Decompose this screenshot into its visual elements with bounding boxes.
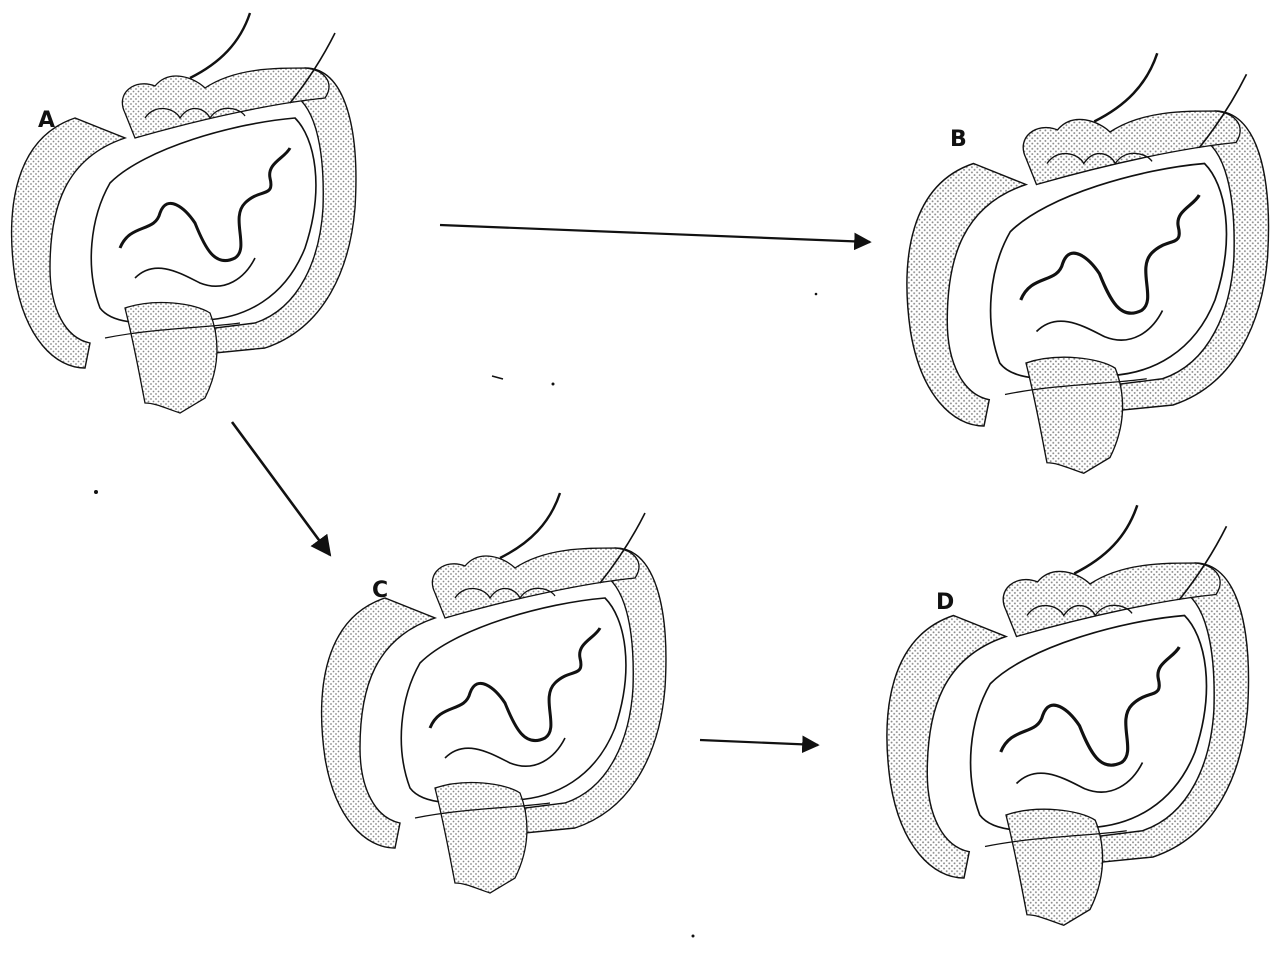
speck bbox=[692, 935, 695, 938]
speck bbox=[94, 490, 98, 494]
speck bbox=[492, 376, 503, 379]
panel-label-c: C bbox=[372, 578, 388, 603]
speck bbox=[815, 293, 818, 296]
panel-label-d: D bbox=[936, 590, 954, 615]
panel-d-diagram bbox=[887, 505, 1249, 925]
arrow-a-to-b bbox=[440, 225, 870, 242]
panel-label-b: B bbox=[950, 127, 967, 152]
arrow-a-to-c bbox=[232, 422, 330, 555]
speck bbox=[552, 383, 555, 386]
panel-b-diagram bbox=[907, 53, 1269, 473]
panel-label-a: A bbox=[38, 108, 55, 133]
arrow-c-to-d bbox=[700, 740, 818, 745]
panel-c-diagram bbox=[322, 493, 666, 893]
panel-a-diagram bbox=[12, 13, 356, 413]
